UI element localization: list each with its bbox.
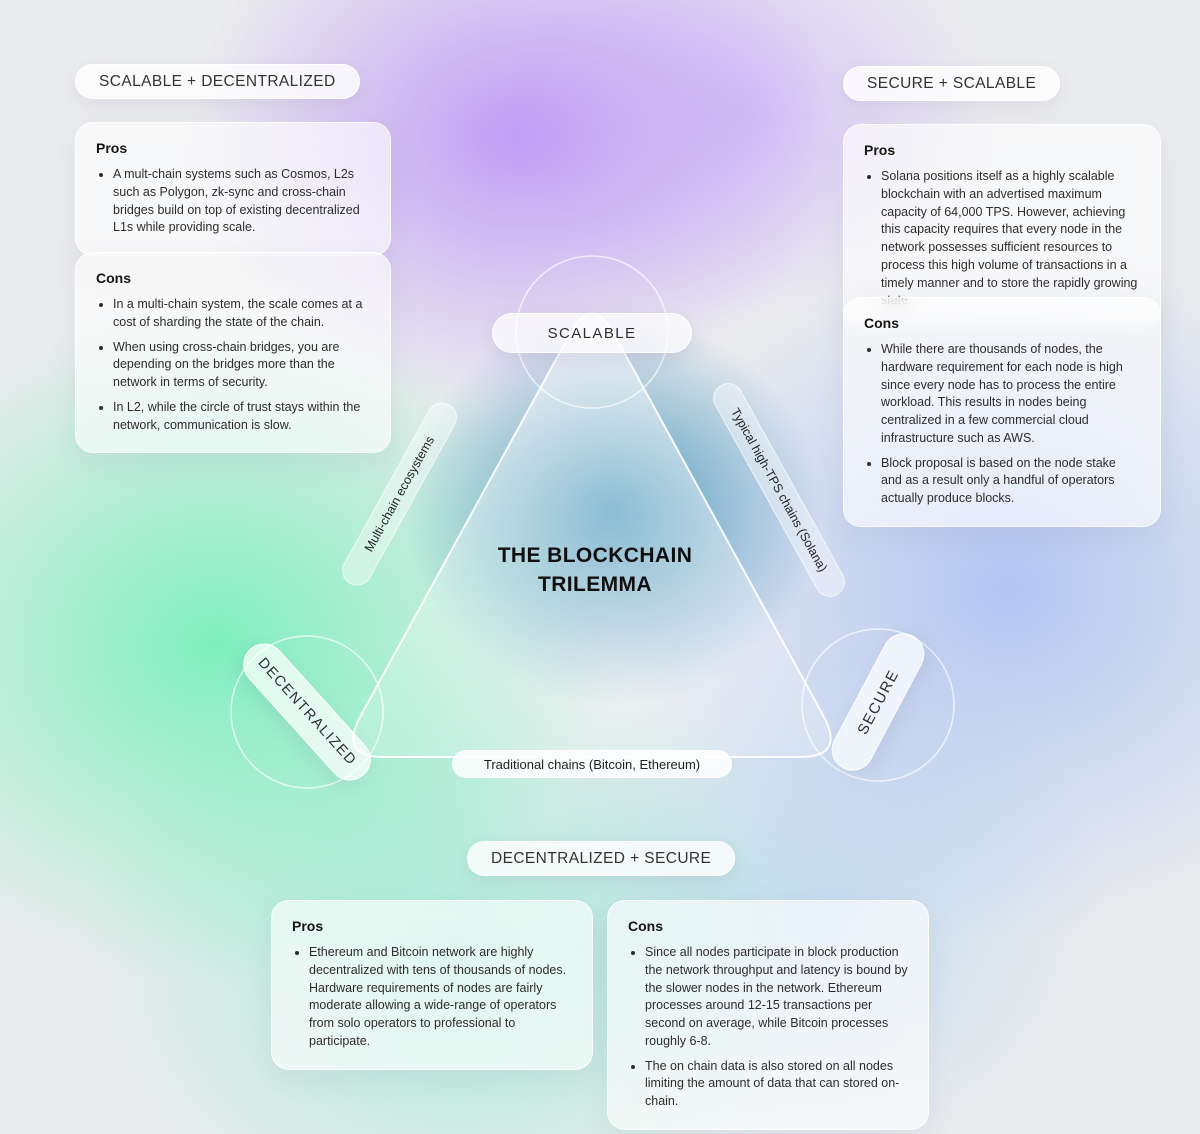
card-bullet-list: Solana positions itself as a highly scal… bbox=[864, 168, 1140, 310]
card-bullet-list: Ethereum and Bitcoin network are highly … bbox=[292, 944, 572, 1051]
card-bullet-list: While there are thousands of nodes, the … bbox=[864, 341, 1140, 508]
cons-card-scalable-decentralized: Cons In a multi-chain system, the scale … bbox=[75, 252, 391, 454]
bullet-item: While there are thousands of nodes, the … bbox=[881, 341, 1140, 448]
cons-card-secure-scalable: Cons While there are thousands of nodes,… bbox=[843, 297, 1161, 527]
bullet-item: In L2, while the circle of trust stays w… bbox=[113, 399, 370, 435]
bullet-item: A mult-chain systems such as Cosmos, L2s… bbox=[113, 166, 370, 237]
bullet-item: The on chain data is also stored on all … bbox=[645, 1058, 908, 1111]
card-title: Pros bbox=[96, 140, 128, 156]
card-title: Cons bbox=[628, 918, 663, 934]
card-bullet-list: In a multi-chain system, the scale comes… bbox=[96, 296, 370, 434]
card-title: Pros bbox=[292, 918, 324, 934]
card-bullet-list: A mult-chain systems such as Cosmos, L2s… bbox=[96, 166, 370, 237]
card-bullet-list: Since all nodes participate in block pro… bbox=[628, 944, 908, 1111]
cons-card-decentralized-secure: Cons Since all nodes participate in bloc… bbox=[607, 900, 929, 1130]
bullet-item: Since all nodes participate in block pro… bbox=[645, 944, 908, 1051]
card-title: Cons bbox=[96, 270, 131, 286]
bullet-item: Ethereum and Bitcoin network are highly … bbox=[309, 944, 572, 1051]
pros-card-secure-scalable: Pros Solana positions itself as a highly… bbox=[843, 124, 1161, 329]
card-title: Pros bbox=[864, 142, 896, 158]
edge-label-traditional: Traditional chains (Bitcoin, Ethereum) bbox=[452, 750, 732, 778]
bullet-item: In a multi-chain system, the scale comes… bbox=[113, 296, 370, 332]
heading-decentralized-secure: DECENTRALIZED + SECURE bbox=[467, 841, 736, 876]
bullet-item: Solana positions itself as a highly scal… bbox=[881, 168, 1140, 310]
vertex-scalable: SCALABLE bbox=[492, 313, 692, 353]
card-title: Cons bbox=[864, 315, 899, 331]
pros-card-scalable-decentralized: Pros A mult-chain systems such as Cosmos… bbox=[75, 122, 391, 256]
bullet-item: Block proposal is based on the node stak… bbox=[881, 455, 1140, 508]
triangle-shape bbox=[352, 312, 832, 758]
pros-card-decentralized-secure: Pros Ethereum and Bitcoin network are hi… bbox=[271, 900, 593, 1070]
heading-secure-scalable: SECURE + SCALABLE bbox=[843, 66, 1061, 101]
diagram-title: THE BLOCKCHAIN TRILEMMA bbox=[497, 544, 693, 596]
bullet-item: When using cross-chain bridges, you are … bbox=[113, 339, 370, 392]
heading-scalable-decentralized: SCALABLE + DECENTRALIZED bbox=[75, 64, 360, 99]
